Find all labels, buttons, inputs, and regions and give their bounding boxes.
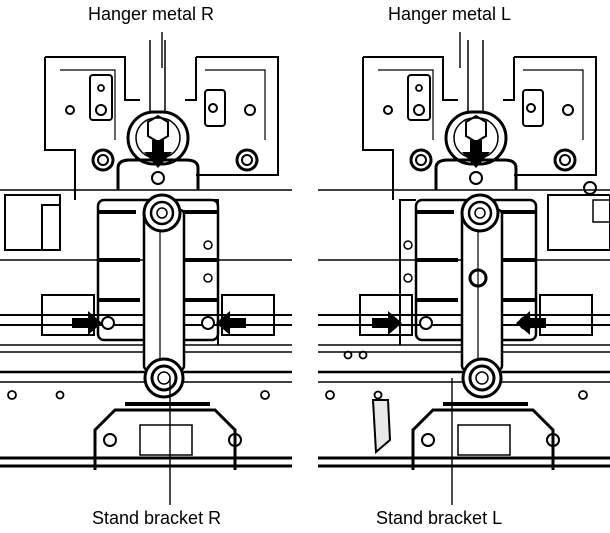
- label-stand-bracket-r: Stand bracket R: [92, 508, 222, 528]
- arrow-icon: [372, 311, 546, 335]
- panel-right-hanger: [0, 32, 294, 505]
- arrow-icon: [72, 311, 246, 335]
- label-hanger-metal-l: Hanger metal L: [388, 4, 512, 24]
- label-hanger-metal-r: Hanger metal R: [88, 4, 215, 24]
- label-stand-bracket-l: Stand bracket L: [376, 508, 503, 528]
- panel-left-hanger: [316, 32, 610, 505]
